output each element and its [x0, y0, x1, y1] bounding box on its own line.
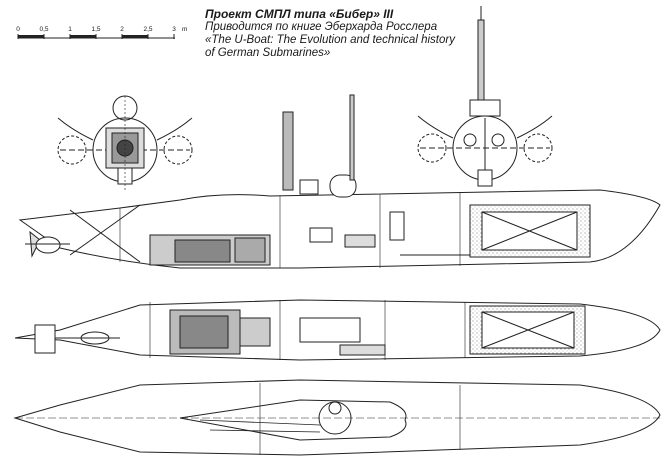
caption-book-title-line1: «The U-Boat: The Evolution and technical… — [205, 34, 455, 46]
scale-label: 0,5 — [39, 26, 48, 33]
side-profile-view — [18, 94, 661, 269]
caption-book-title-line2: of German Submarines» — [205, 47, 331, 59]
deck-view — [13, 379, 661, 456]
plan-view — [14, 299, 661, 361]
caption-source-line: Приводится по книге Эберхарда Росслера — [205, 21, 438, 33]
caption-block: Проект СМПЛ типа «Бибер» III Приводится … — [205, 8, 645, 60]
scale-label: 0 — [16, 26, 20, 33]
scale-label: 1,5 — [91, 26, 100, 33]
scale-unit: m — [182, 26, 187, 33]
scale-label: 3 — [172, 26, 176, 33]
scale-label: 1 — [68, 26, 72, 33]
scale-label: 2,5 — [143, 26, 152, 33]
drawing-title: Проект СМПЛ типа «Бибер» III — [205, 7, 394, 21]
rear-view — [417, 6, 553, 187]
front-view — [57, 95, 193, 192]
scale-label: 2 — [120, 26, 124, 33]
